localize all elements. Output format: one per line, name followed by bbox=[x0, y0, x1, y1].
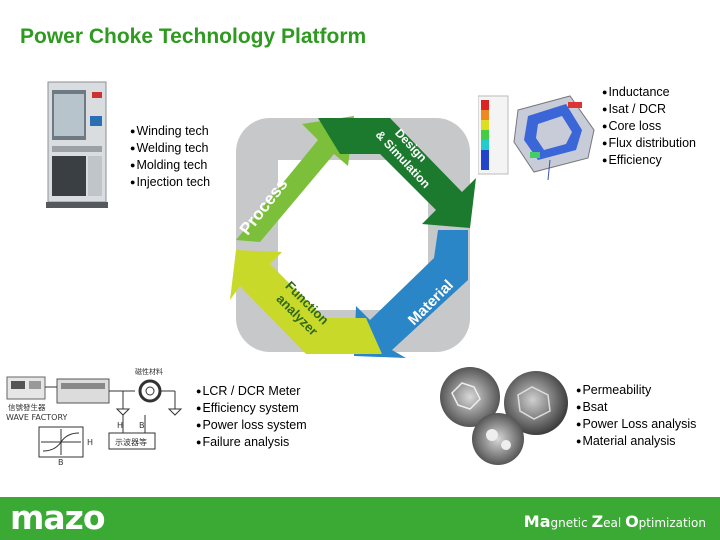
process-feature-list: Winding tech Welding tech Molding tech I… bbox=[130, 123, 210, 191]
tagline-z: Z bbox=[591, 512, 604, 531]
tagline-ptimization: ptimization bbox=[638, 516, 706, 530]
signal-generator-label: 信號發生器 bbox=[8, 402, 46, 412]
design-feature-list: Inductance Isat / DCR Core loss Flux dis… bbox=[602, 84, 696, 169]
mazo-logo: mazo bbox=[10, 498, 106, 537]
function-arrow bbox=[230, 250, 382, 354]
b-axis-label: B bbox=[58, 458, 64, 465]
wave-factory-label: WAVE FACTORY bbox=[6, 413, 68, 422]
design-feature: Core loss bbox=[602, 118, 696, 135]
winding-machine-image bbox=[46, 81, 108, 208]
test-circuit-image: 信號發生器 WAVE FACTORY 磁性材料 H B 示波器等 H B bbox=[6, 367, 183, 465]
design-feature: Isat / DCR bbox=[602, 101, 696, 118]
simulation-image bbox=[478, 95, 595, 181]
h-channel-label: H bbox=[117, 421, 123, 430]
footer-bar: mazo Magnetic Zeal Optimization bbox=[0, 497, 720, 540]
process-feature: Injection tech bbox=[130, 174, 210, 191]
material-feature: Material analysis bbox=[576, 433, 696, 450]
material-micrograph-image bbox=[440, 367, 568, 465]
material-feature: Bsat bbox=[576, 399, 696, 416]
function-feature: Failure analysis bbox=[196, 434, 307, 451]
technology-cycle-diagram: Process Design & Simulation Material Fun… bbox=[230, 116, 476, 358]
material-feature: Power Loss analysis bbox=[576, 416, 696, 433]
material-feature-list: Permeability Bsat Power Loss analysis Ma… bbox=[576, 382, 696, 450]
design-arrow bbox=[318, 118, 476, 228]
function-feature: Efficiency system bbox=[196, 400, 307, 417]
process-arrow bbox=[236, 116, 354, 242]
function-feature-list: LCR / DCR Meter Efficiency system Power … bbox=[196, 383, 307, 451]
process-feature: Welding tech bbox=[130, 140, 210, 157]
company-tagline: Magnetic Zeal Optimization bbox=[524, 512, 706, 531]
tagline-eal: eal bbox=[603, 516, 626, 530]
design-feature: Flux distribution bbox=[602, 135, 696, 152]
function-feature: Power loss system bbox=[196, 417, 306, 434]
h-axis-label: H bbox=[87, 438, 93, 447]
function-feature: LCR / DCR Meter bbox=[196, 383, 307, 400]
material-feature: Permeability bbox=[576, 382, 696, 399]
design-feature: Inductance bbox=[602, 84, 696, 101]
process-feature: Molding tech bbox=[130, 157, 210, 174]
design-feature: Efficiency bbox=[602, 152, 696, 169]
tagline-o: O bbox=[625, 512, 639, 531]
material-arrow bbox=[354, 230, 468, 358]
oscilloscope-label: 示波器等 bbox=[115, 437, 147, 447]
page-title: Power Choke Technology Platform bbox=[20, 25, 367, 48]
tagline-m: Ma bbox=[523, 512, 551, 531]
process-feature: Winding tech bbox=[130, 123, 210, 140]
tagline-gnetic: gnetic bbox=[550, 516, 592, 530]
b-channel-label: B bbox=[139, 421, 145, 430]
magnetic-material-label: 磁性材料 bbox=[135, 367, 163, 376]
